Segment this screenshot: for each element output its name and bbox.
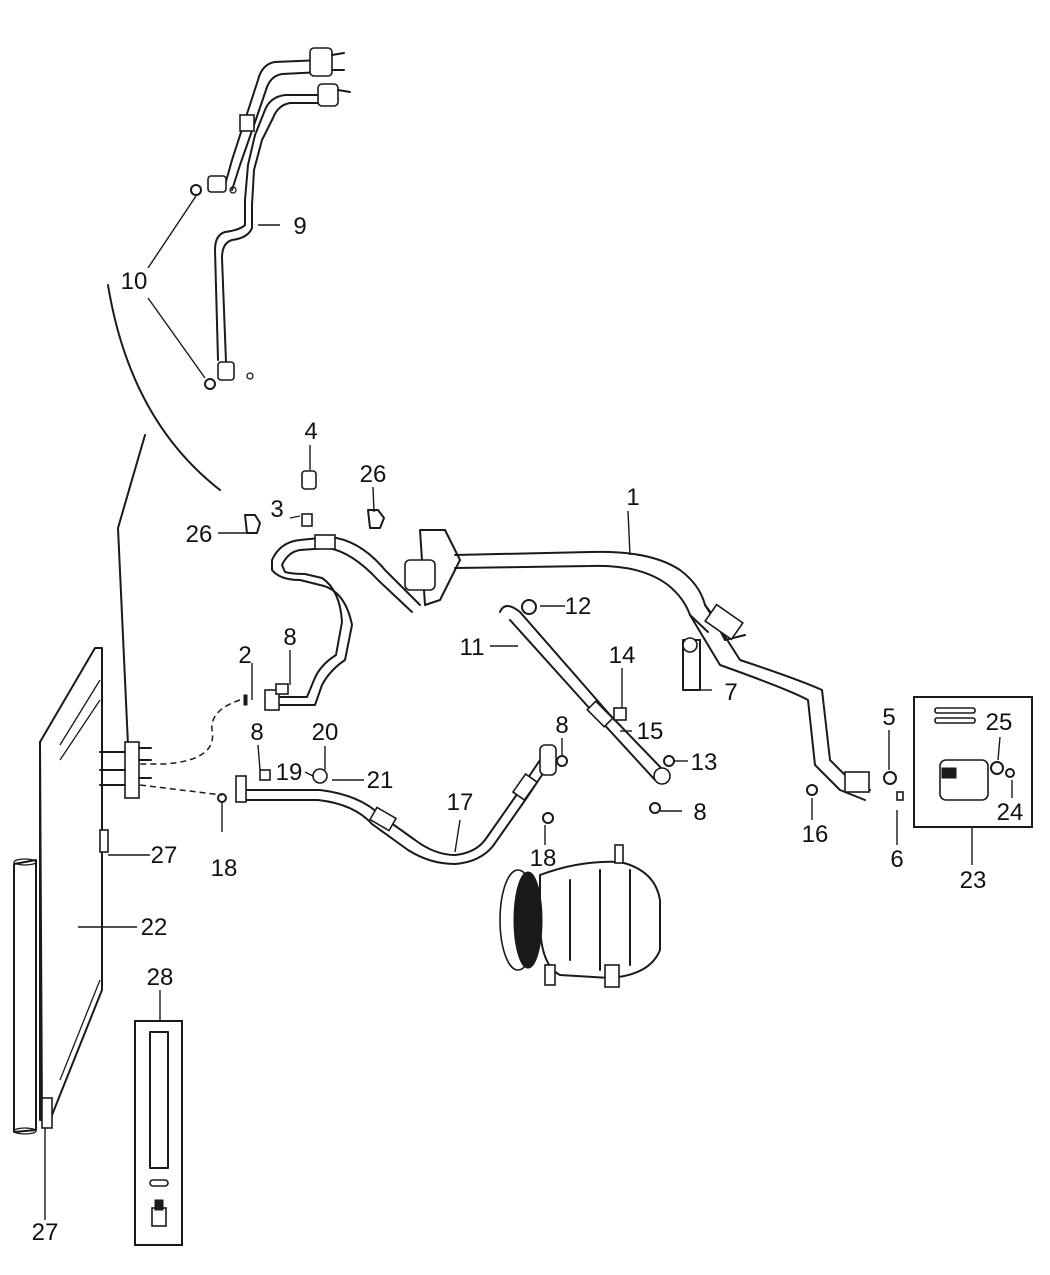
line-fitting-block	[404, 559, 436, 591]
line-fitting	[539, 744, 557, 776]
callout-labels: 1 2 3 4 5 6 7 8 8 8 8 9 10 11 12 13 14 1…	[32, 213, 1024, 1246]
line-fitting	[314, 534, 336, 550]
nut-part-16	[806, 784, 818, 796]
valve-core-part-3	[301, 513, 313, 527]
callout-11: 11	[460, 634, 485, 661]
callout-10: 10	[121, 268, 148, 295]
o-ring-10-lower	[204, 378, 216, 390]
callout-15: 15	[637, 718, 664, 745]
line-assembly-part-9	[207, 47, 351, 381]
callout-24: 24	[997, 799, 1024, 826]
nut-part-8	[649, 802, 661, 814]
nut-part-8	[259, 769, 271, 781]
callout-5: 5	[882, 704, 895, 731]
callout-27-b: 27	[32, 1219, 59, 1246]
callout-14: 14	[609, 642, 636, 669]
callout-23: 23	[960, 867, 987, 894]
callout-21: 21	[367, 767, 394, 794]
callout-19: 19	[276, 759, 303, 786]
line-clip	[239, 114, 255, 132]
fitting-block	[207, 175, 227, 193]
callout-13: 13	[691, 749, 718, 776]
callout-16: 16	[802, 821, 829, 848]
connection-dashed	[140, 699, 241, 765]
nut-part-8	[275, 683, 289, 695]
washer-part-18	[542, 812, 554, 824]
bracket-part-27	[99, 829, 109, 853]
callout-25: 25	[986, 709, 1013, 736]
drier-element-kit	[149, 1031, 169, 1227]
callout-6: 6	[890, 846, 903, 873]
hose-part-11	[499, 605, 671, 785]
callout-27-a: 27	[151, 842, 178, 869]
valve-part-6	[896, 791, 904, 801]
callout-8-d: 8	[693, 799, 706, 826]
callout-17: 17	[447, 789, 474, 816]
callout-8-b: 8	[250, 719, 263, 746]
condenser-port	[124, 741, 140, 799]
callout-18-b: 18	[530, 845, 557, 872]
connection-dashed	[139, 784, 223, 796]
line-fitting	[264, 689, 280, 711]
leader-lines	[44, 195, 1013, 1220]
line-assembly-part-1	[264, 529, 871, 801]
cap-part-4	[301, 470, 317, 490]
callout-1: 1	[626, 484, 639, 511]
fitting-block	[309, 47, 333, 77]
callout-18-a: 18	[211, 855, 238, 882]
callout-3: 3	[270, 496, 283, 523]
o-ring-10-upper	[190, 184, 202, 196]
callout-26-a: 26	[360, 461, 387, 488]
kit-box-part-28	[134, 1020, 183, 1246]
callout-22: 22	[141, 914, 168, 941]
hose-band	[586, 700, 614, 728]
pressure-line	[117, 434, 146, 746]
line-band	[511, 772, 539, 802]
nut-part-8	[556, 755, 568, 767]
callout-4: 4	[304, 418, 317, 445]
callout-8-a: 8	[283, 624, 296, 651]
callout-26-b: 26	[186, 521, 213, 548]
clip-part-26-right	[367, 509, 385, 529]
o-ring-part-12	[521, 599, 537, 615]
callout-7: 7	[724, 679, 737, 706]
callout-9: 9	[293, 213, 306, 240]
drain-hose	[107, 284, 221, 491]
fitting-block	[217, 361, 235, 381]
expansion-valve-kit	[934, 707, 1015, 801]
hose-end	[653, 767, 671, 785]
kit-box-part-23	[913, 696, 1033, 828]
o-ring-part-5	[883, 771, 897, 785]
line-fitting	[844, 771, 870, 793]
receiver-drier-part-27	[13, 829, 109, 1135]
bracket-part-27	[41, 1097, 53, 1129]
pin-part-2	[243, 694, 248, 706]
line-band	[368, 806, 398, 832]
washer-part-18	[217, 793, 227, 803]
callout-12: 12	[565, 593, 592, 620]
nut-part-14	[613, 707, 627, 721]
fitting-block	[317, 83, 339, 107]
clip-part-26-left	[244, 514, 261, 534]
callout-28: 28	[147, 964, 174, 991]
line-joint	[704, 603, 744, 641]
callout-20: 20	[312, 719, 339, 746]
callout-2: 2	[238, 642, 251, 669]
line-end	[235, 775, 247, 803]
compressor	[499, 844, 661, 988]
callout-8-c: 8	[555, 712, 568, 739]
sensor-part-19	[312, 768, 328, 784]
condenser-part-22	[39, 647, 152, 1121]
nut-part-13	[663, 755, 675, 767]
liquid-line-part-17	[235, 744, 557, 865]
